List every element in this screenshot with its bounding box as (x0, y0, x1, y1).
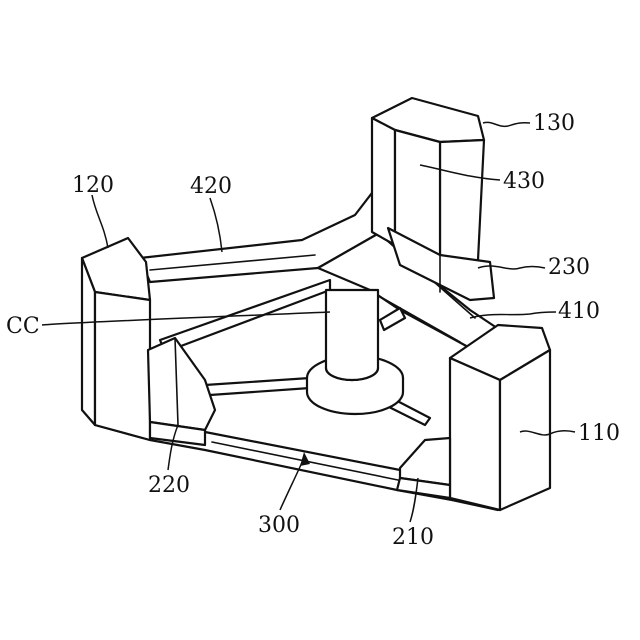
label-420: 420 (190, 174, 232, 199)
block-210 (397, 438, 450, 498)
label-120: 120 (72, 173, 114, 198)
label-230: 230 (548, 255, 590, 280)
post-120 (82, 238, 150, 440)
center-column-cc (307, 290, 403, 414)
label-410: 410 (558, 299, 600, 324)
label-110: 110 (578, 421, 620, 446)
post-130 (372, 98, 484, 262)
label-cc: CC (6, 314, 40, 339)
label-130: 130 (533, 111, 575, 136)
label-430: 430 (503, 169, 545, 194)
post-110 (450, 325, 550, 510)
label-300: 300 (258, 513, 300, 538)
label-220: 220 (148, 473, 190, 498)
label-210: 210 (392, 525, 434, 550)
block-220 (148, 338, 215, 445)
